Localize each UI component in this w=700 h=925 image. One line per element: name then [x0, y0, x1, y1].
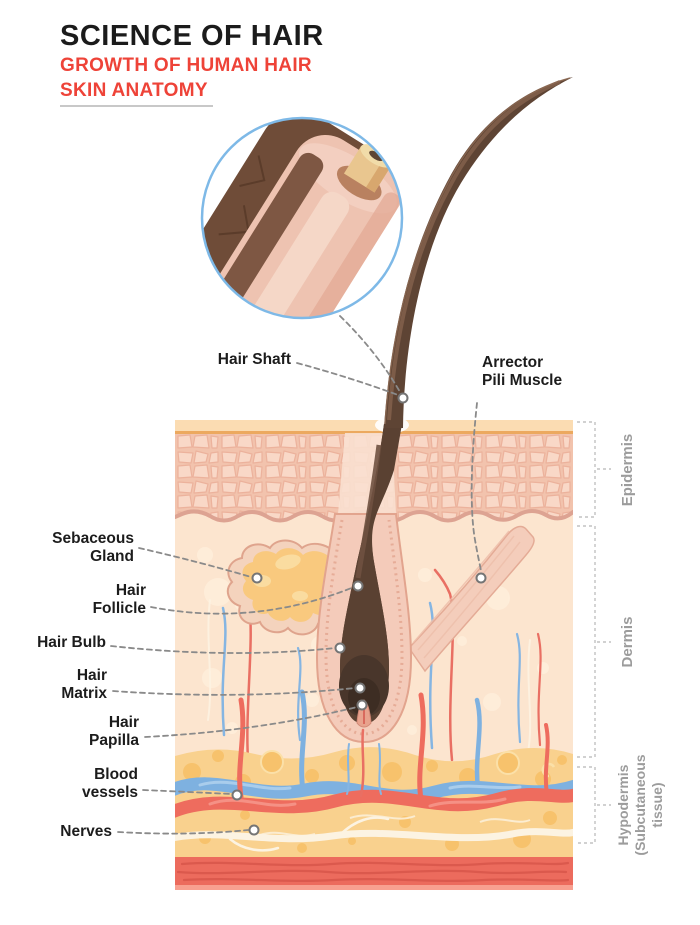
label-sebaceous-gland: Sebaceous Gland: [52, 530, 134, 565]
subtitle-anatomy: SKIN ANATOMY: [60, 80, 208, 101]
label-hair-bulb: Hair Bulb: [37, 634, 106, 651]
hair-bulb-group: [339, 424, 402, 728]
subtitle-growth: GROWTH OF HUMAN HAIR: [60, 55, 312, 76]
label-epidermis: Epidermis: [619, 433, 636, 507]
skin-cross-section: [175, 420, 573, 890]
page-title: SCIENCE OF HAIR: [60, 20, 324, 52]
label-hair-matrix: Hair Matrix: [61, 667, 107, 702]
label-blood-vessels: Blood vessels: [81, 766, 138, 801]
fat-cells: [183, 750, 567, 853]
sebaceous-gland: [226, 539, 339, 636]
label-hair-papilla: Hair Papilla: [89, 714, 139, 749]
label-arrector-pili-muscle: Arrector Pili Muscle: [482, 354, 563, 389]
blood-vessel-trunks: [175, 689, 573, 818]
leader-lines: [110, 315, 482, 835]
label-hair-follicle: Hair Follicle: [92, 582, 146, 617]
label-hypodermis: Hypodermis (Subcutaneous tissue): [615, 754, 665, 856]
inset-magnifier: [200, 116, 404, 320]
arrector-pili-muscle: [408, 525, 535, 673]
muscle-layer: [175, 857, 573, 890]
title-divider: [60, 105, 213, 107]
anchor-dots: [231, 392, 487, 836]
nerve-band: [175, 816, 573, 852]
layer-brackets: [577, 421, 611, 844]
label-dermis: Dermis: [619, 616, 636, 668]
papilla-vessels: [346, 728, 382, 798]
label-nerves: Nerves: [60, 823, 112, 840]
label-hair-shaft: Hair Shaft: [217, 351, 291, 368]
